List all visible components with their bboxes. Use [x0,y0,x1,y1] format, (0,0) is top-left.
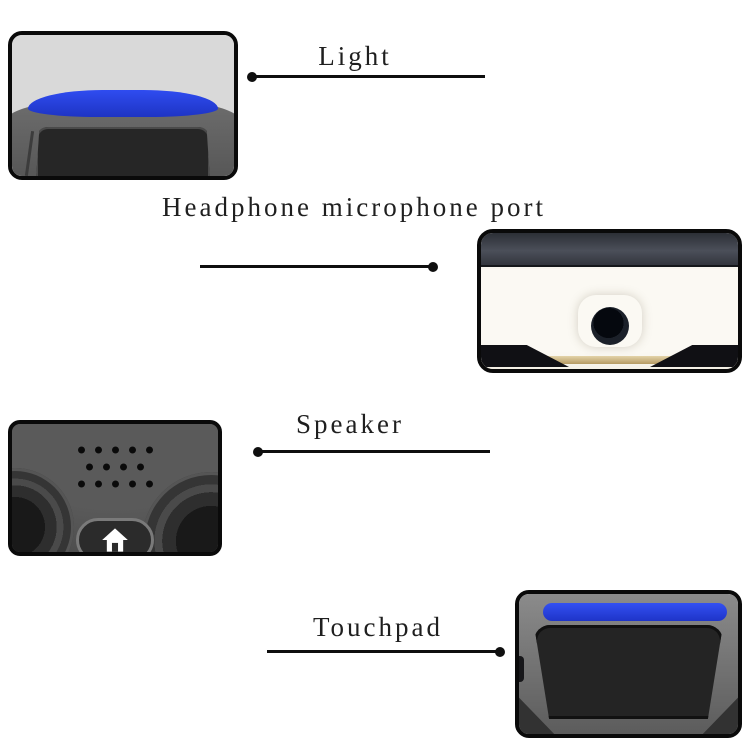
light-anchor-dot [247,72,257,82]
headphone-label: Headphone microphone port [162,192,546,222]
table-surface-strip [509,356,710,364]
headphone-port-photo [477,229,742,373]
headphone-anchor-dot [428,262,438,272]
speaker-anchor-dot [253,447,263,457]
side-button-notch [519,656,524,682]
light-bar [27,90,219,117]
jack-housing [577,295,642,347]
speaker-label: Speaker [296,409,404,439]
touchpad-texture [534,625,723,719]
touchpad-photo [515,590,742,738]
light-bar-photo [8,31,238,180]
home-button [76,518,154,552]
touchpad-leader-line [267,650,500,653]
touchpad-surface [534,625,723,719]
speaker-leader-line [257,450,490,453]
controller-bottom-band [481,233,738,267]
speaker-grill [12,446,218,488]
speaker-hole-row [72,446,158,454]
headphone-leader-line [200,265,433,268]
light-label: Light [318,41,392,71]
touchpad-surface [36,127,210,176]
touchpad-anchor-dot [495,647,505,657]
speaker-photo [8,420,222,556]
touchpad-label: Touchpad [312,612,444,642]
light-bar [543,603,727,621]
light-leader-line [252,75,485,78]
speaker-hole-row [72,480,158,488]
speaker-hole-row [81,463,149,471]
headphone-jack [590,307,629,345]
home-icon [102,528,128,552]
